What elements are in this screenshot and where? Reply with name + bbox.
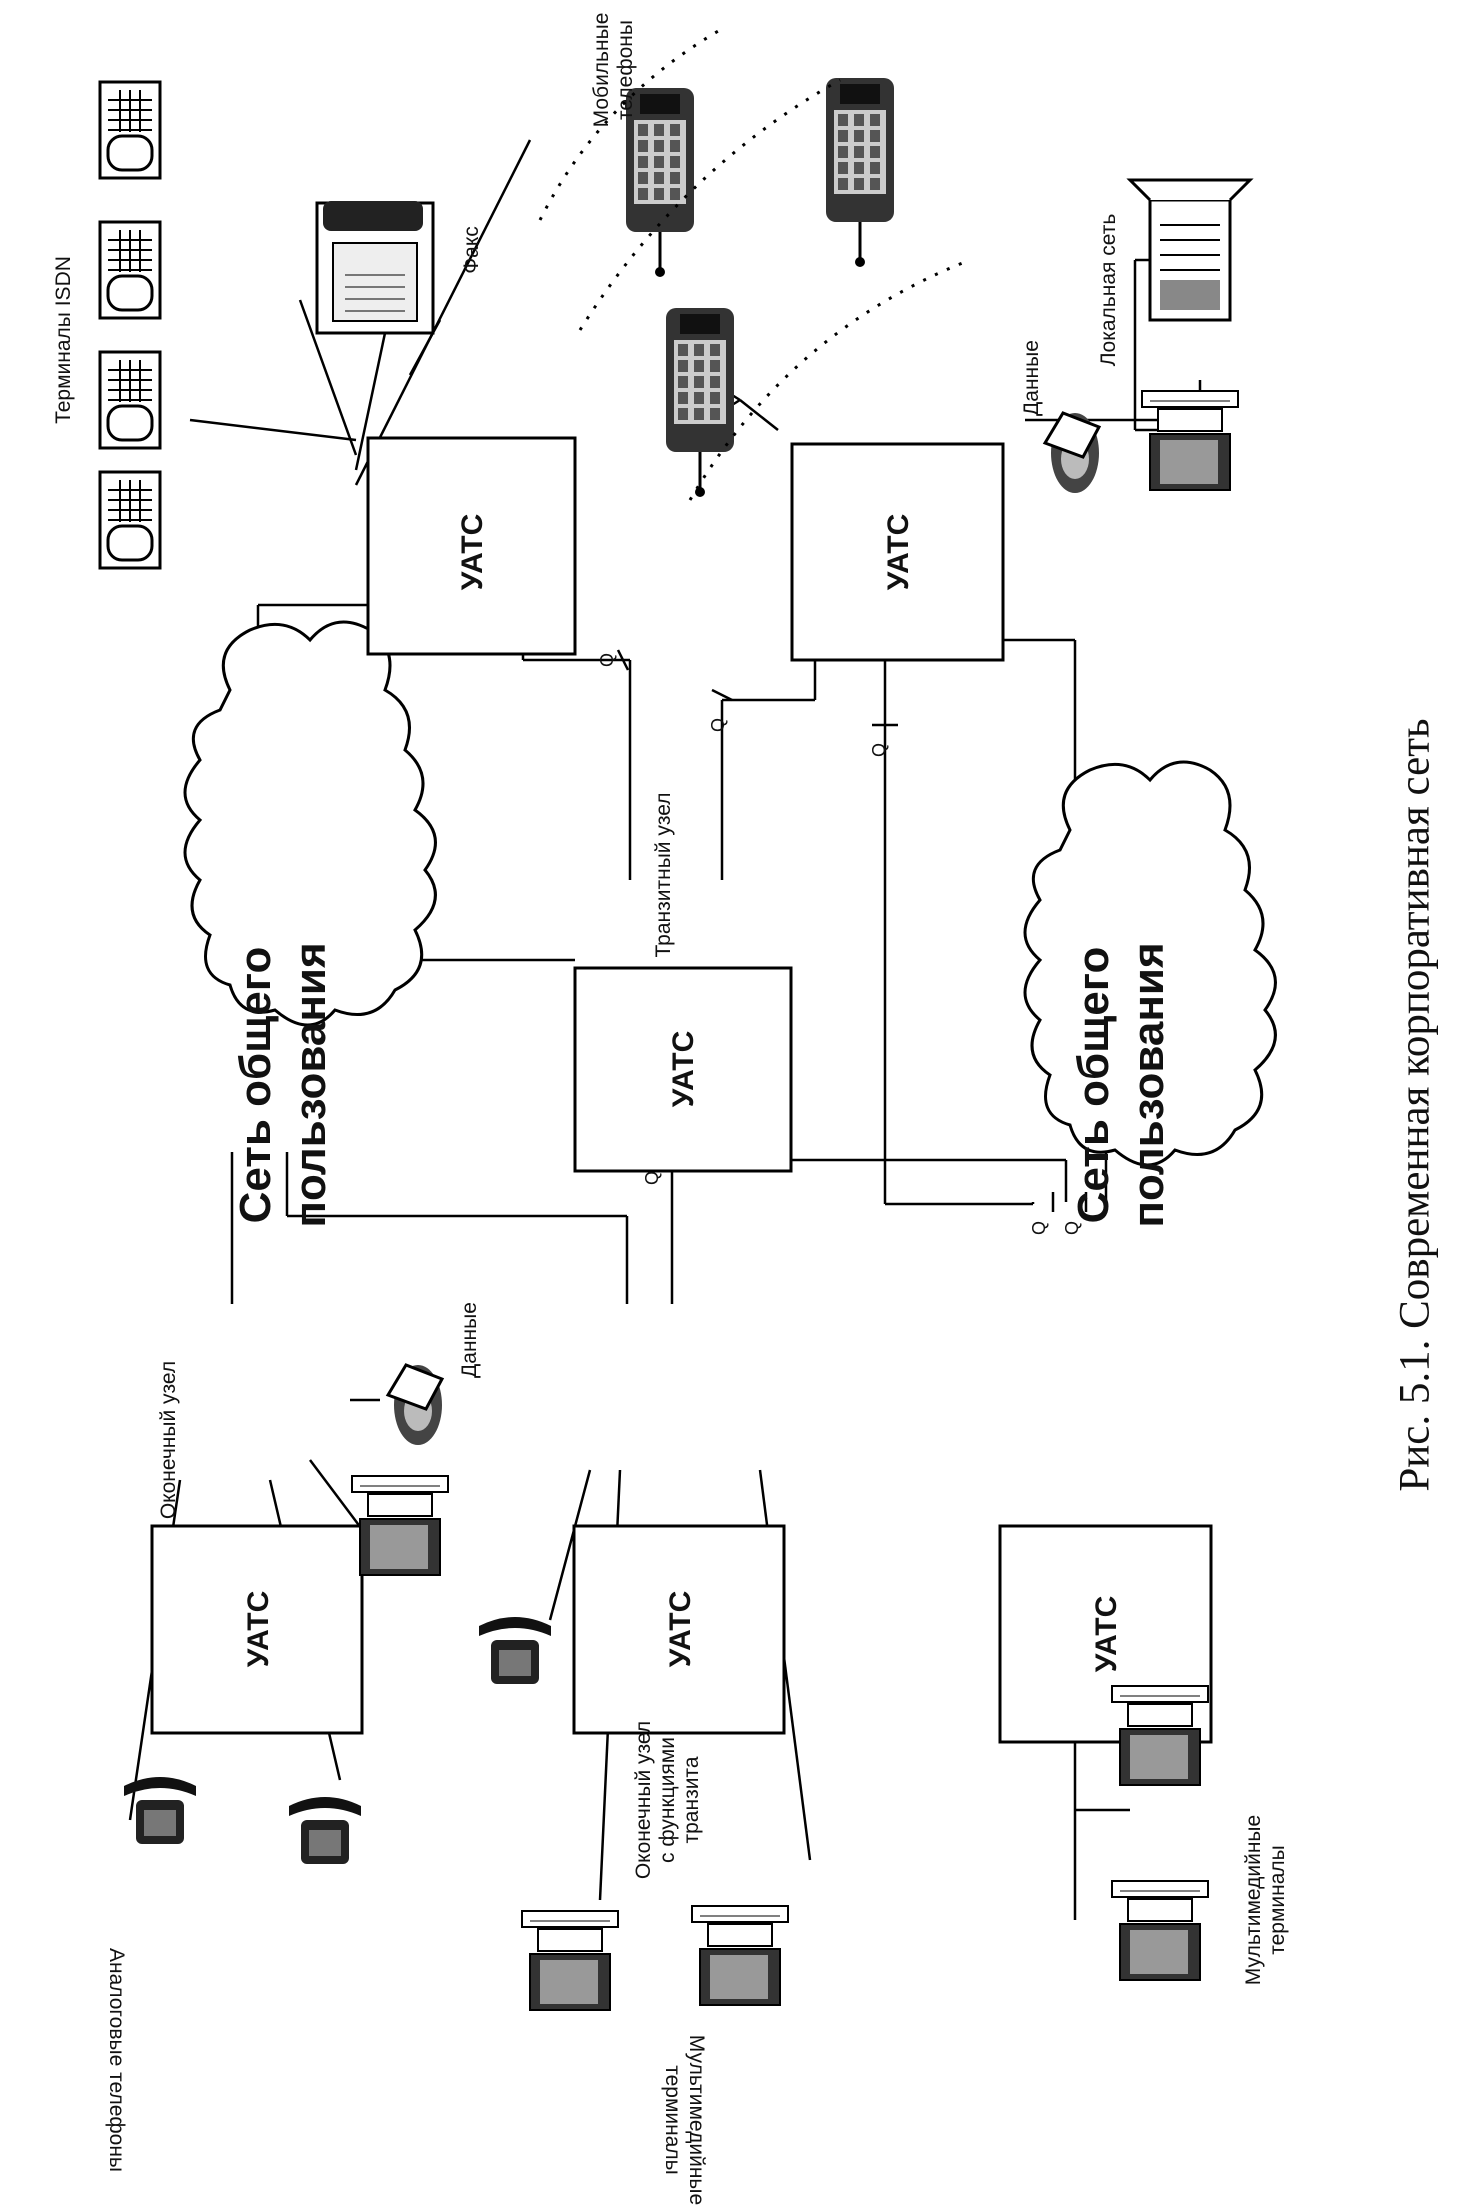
uats-label: УАТС <box>1090 1596 1123 1673</box>
local-network-label: Локальная сеть <box>1097 214 1120 367</box>
uats-bottom-mid: УАТС <box>572 1524 786 1735</box>
uats-center-transit: УАТС <box>573 966 793 1173</box>
svg-text:Q: Q <box>642 1171 662 1185</box>
terminal-transit-node-label: Оконечный узел с функциями транзита <box>632 1721 703 1879</box>
q-labels: Q Q Q Q Q Q <box>597 653 1082 1235</box>
multimedia-terminals-left: Мультимедийные терминалы <box>521 1905 789 2205</box>
data-device-bottom: Данные <box>386 1302 481 1447</box>
uats-label: УАТС <box>242 1591 275 1668</box>
svg-text:транзита: транзита <box>680 1756 703 1843</box>
svg-text:Q: Q <box>597 653 617 667</box>
uats-label: УАТС <box>664 1591 697 1668</box>
multimedia-terminals-right: Мультимедийные терминалы <box>1111 1685 1289 1985</box>
fax-label: Факс <box>460 226 483 274</box>
svg-text:Q: Q <box>708 718 728 732</box>
isdn-terminals: Терминалы ISDN <box>52 80 162 570</box>
cloud-left-line2: пользования <box>286 942 335 1227</box>
uats-label: УАТС <box>882 514 915 591</box>
transit-node-label: Транзитный узел <box>652 793 675 958</box>
isdn-terminals-label: Терминалы ISDN <box>52 256 75 424</box>
analog-phones: Аналоговые телефоны <box>105 1777 361 2172</box>
cloud-public-network-right: Сеть общего пользования <box>1023 760 1277 1228</box>
figure-caption: Рис. 5.1. Современная корпоративная сеть <box>1391 718 1439 1492</box>
uats-bottom-left: УАТС <box>150 1524 364 1735</box>
fax: Факс <box>315 199 483 335</box>
svg-text:с функциями: с функциями <box>656 1737 679 1863</box>
svg-text:Q: Q <box>1029 1221 1049 1235</box>
svg-text:Q: Q <box>869 743 889 757</box>
local-network: Локальная сеть <box>1097 178 1252 491</box>
uats-label: УАТС <box>667 1031 700 1108</box>
mobile-phones-label-2: телефоны <box>614 20 637 120</box>
multimedia-terminals-right-1: Мультимедийные <box>1242 1815 1265 1985</box>
cloud-right-line2: пользования <box>1124 942 1173 1227</box>
uats-label: УАТС <box>456 514 489 591</box>
mobile-phones: Мобильные телефоны <box>538 13 971 501</box>
phone-bottom-mid <box>479 1617 551 1684</box>
data-device-top: Данные <box>1020 340 1101 495</box>
uats-top-right: УАТС <box>790 442 1005 662</box>
multimedia-terminals-left-2: терминалы <box>661 2065 684 2175</box>
uats-top-left: УАТС <box>366 436 577 656</box>
data-label-bottom: Данные <box>458 1302 481 1378</box>
svg-text:Оконечный узел: Оконечный узел <box>632 1721 655 1879</box>
multimedia-terminals-right-2: терминалы <box>1266 1845 1289 1955</box>
cloud-right-line1: Сеть общего <box>1069 947 1118 1224</box>
analog-phones-label: Аналоговые телефоны <box>105 1948 128 2172</box>
cloud-left-line1: Сеть общего <box>231 947 280 1224</box>
terminal-node-label: Оконечный узел <box>157 1361 180 1519</box>
pc-bottom-left <box>351 1475 449 1576</box>
data-label-top: Данные <box>1020 340 1043 416</box>
mobile-phones-label-1: Мобильные <box>590 13 613 128</box>
multimedia-terminals-left-1: Мультимедийные <box>685 2035 708 2205</box>
cloud-public-network-left: Сеть общего пользования <box>183 620 437 1228</box>
svg-text:Q: Q <box>1062 1221 1082 1235</box>
